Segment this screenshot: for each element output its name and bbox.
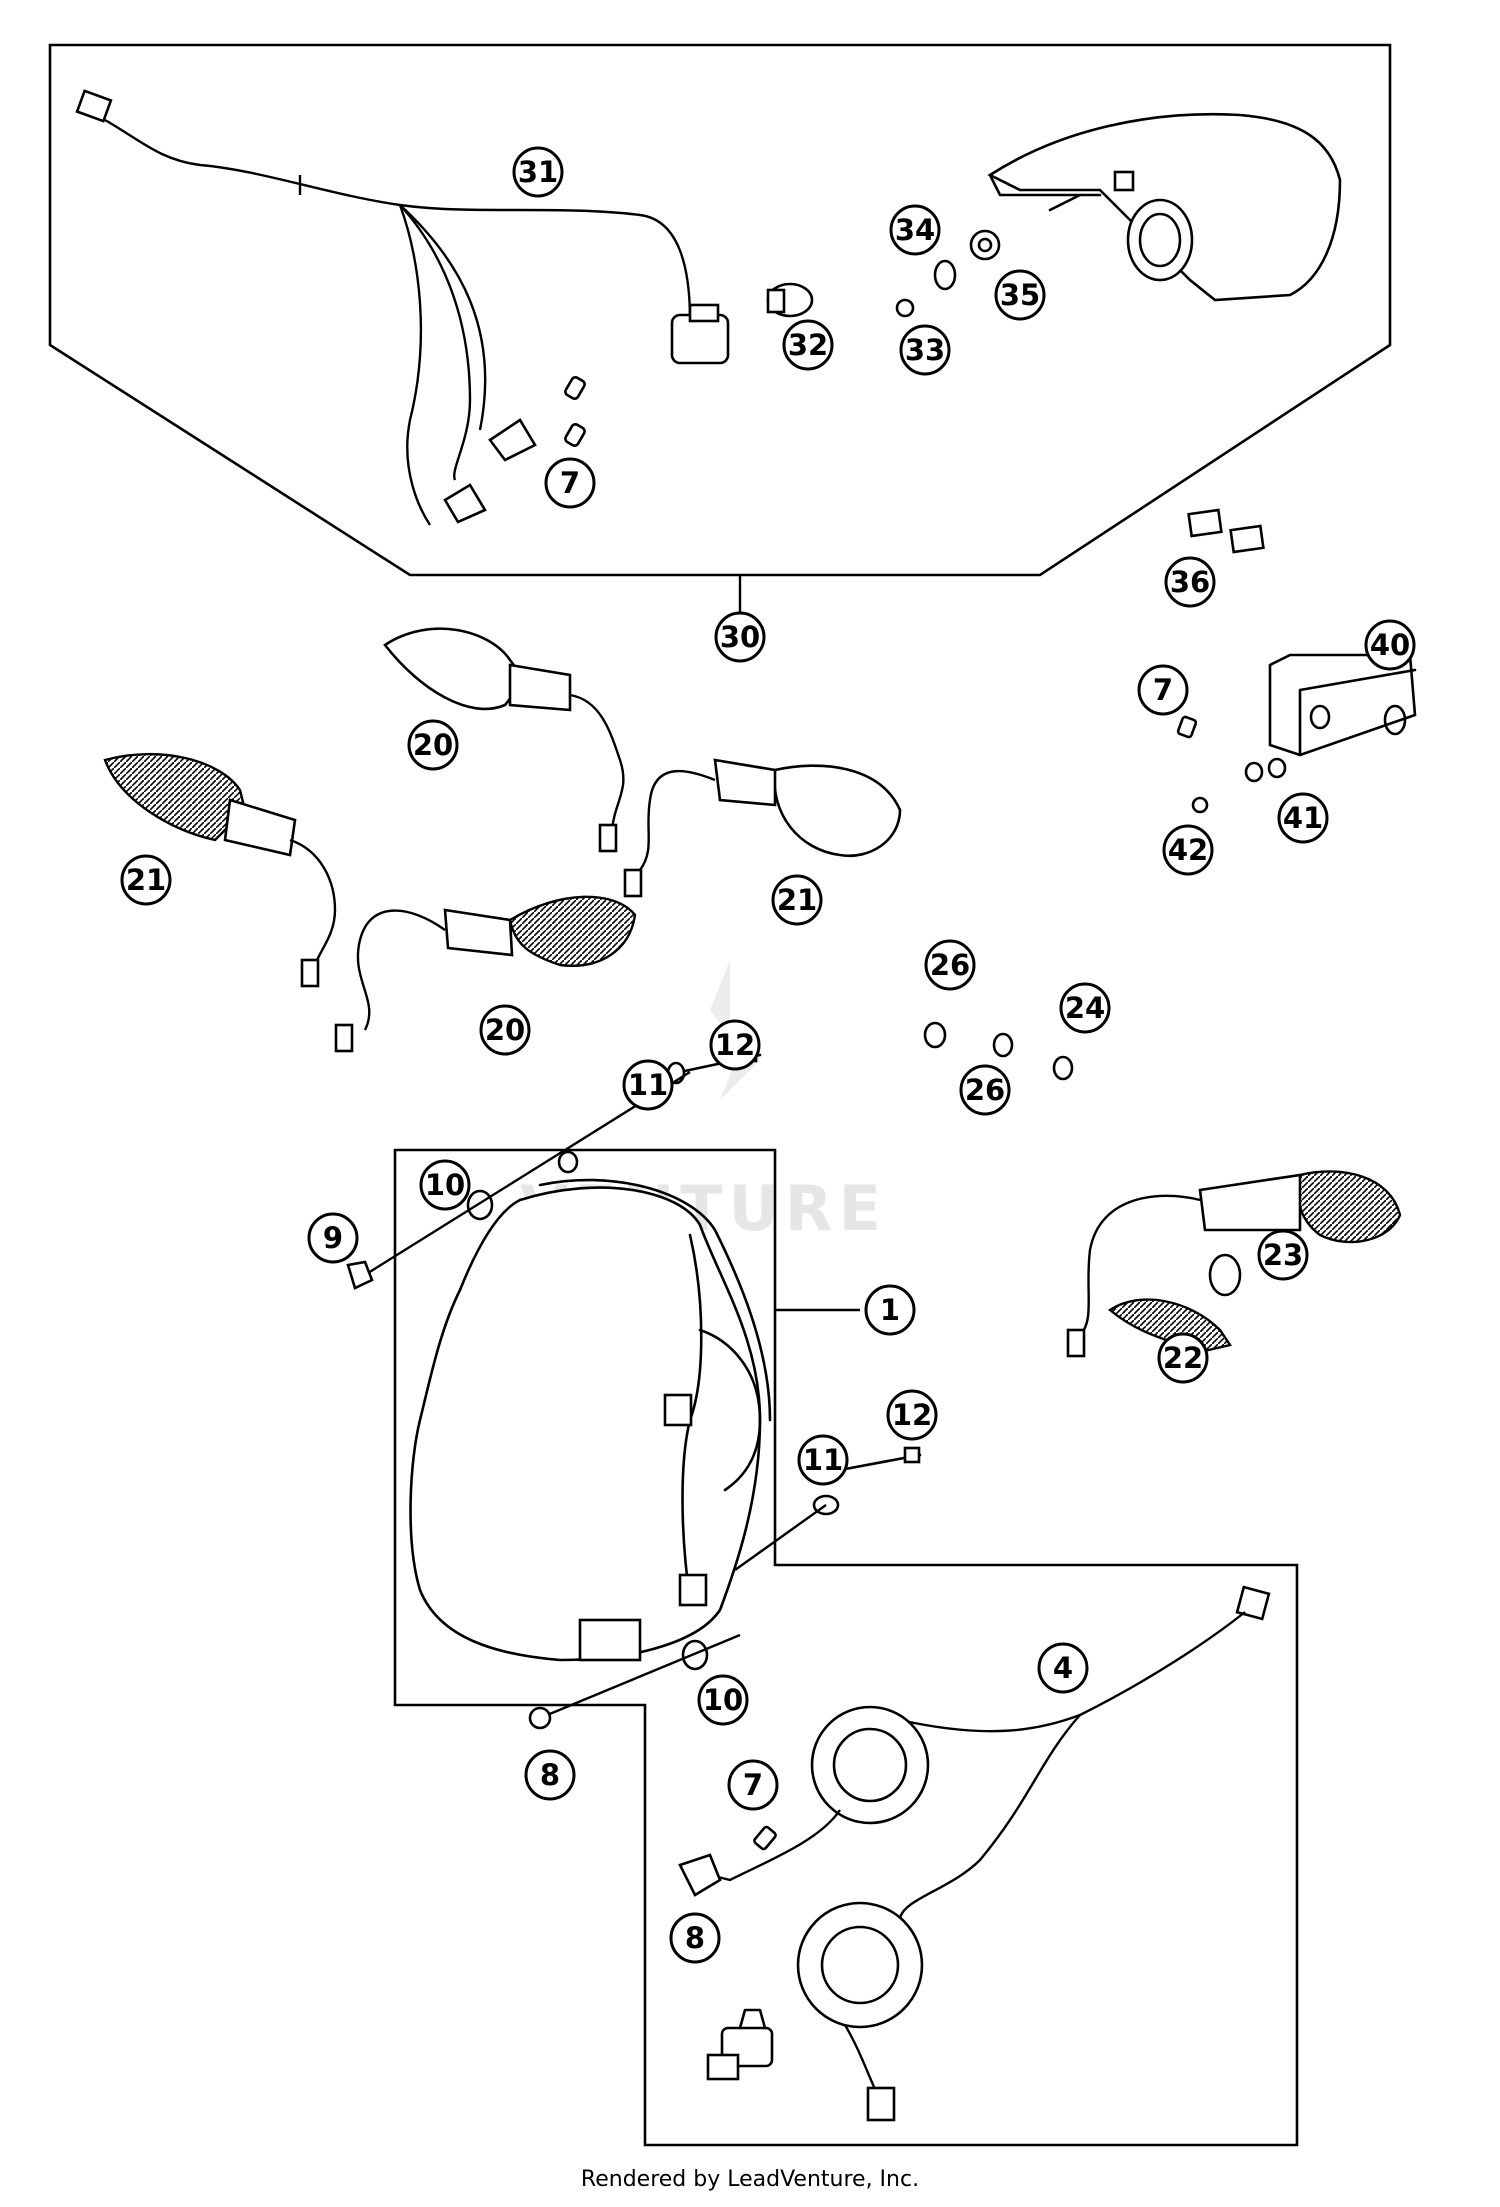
callout-c41[interactable]: 41: [1277, 792, 1329, 844]
svg-text:7: 7: [1153, 673, 1173, 707]
headlight-harness-part: [678, 1585, 1271, 2122]
svg-text:20: 20: [413, 728, 453, 762]
callout-c4[interactable]: 4: [1037, 1642, 1089, 1694]
svg-text:24: 24: [1065, 991, 1105, 1025]
tail-light-housing-part: [987, 112, 1342, 302]
callout-c32[interactable]: 32: [782, 319, 834, 371]
callout-c9[interactable]: 9: [307, 1212, 359, 1264]
svg-text:22: 22: [1163, 1341, 1203, 1375]
svg-text:26: 26: [930, 948, 970, 982]
svg-text:21: 21: [777, 883, 817, 917]
callout-c23[interactable]: 23: [1257, 1229, 1309, 1281]
turn-signal-21-right-part: [623, 758, 902, 898]
license-light-part: [1176, 508, 1417, 814]
headlight-fasteners-part: [346, 1045, 922, 1730]
svg-text:11: 11: [628, 1068, 668, 1102]
callout-c1[interactable]: 1: [864, 1284, 916, 1336]
fasteners-33-35-part: [895, 229, 1001, 318]
callout-c42[interactable]: 42: [1162, 824, 1214, 876]
callout-c12b[interactable]: 12: [886, 1389, 938, 1441]
svg-text:34: 34: [895, 213, 935, 247]
callout-c22[interactable]: 22: [1157, 1332, 1209, 1384]
headlight-group-frame: [393, 1148, 1299, 2147]
callout-c35[interactable]: 35: [994, 269, 1046, 321]
callout-c12a[interactable]: 12: [709, 1019, 761, 1071]
svg-text:10: 10: [425, 1168, 465, 1202]
callout-c11b[interactable]: 11: [797, 1434, 849, 1486]
svg-text:8: 8: [540, 1758, 560, 1792]
svg-text:7: 7: [560, 466, 580, 500]
svg-text:20: 20: [485, 1013, 525, 1047]
callout-c36[interactable]: 36: [1164, 556, 1216, 608]
svg-text:12: 12: [892, 1398, 932, 1432]
svg-text:40: 40: [1370, 628, 1410, 662]
turn-signal-20-bottom-part: [334, 895, 637, 1053]
callout-c20b[interactable]: 20: [479, 1004, 531, 1056]
headlight-part: [409, 1178, 772, 1662]
wiring-harness-part: [75, 89, 730, 526]
bulb-32-part: [766, 282, 814, 318]
callout-c21b[interactable]: 21: [771, 874, 823, 926]
callout-c7a[interactable]: 7: [544, 457, 596, 509]
fasteners-24-26-part: [923, 1021, 1074, 1081]
h4-bulb-part: [706, 2008, 774, 2081]
callout-c40[interactable]: 40: [1364, 619, 1416, 671]
svg-text:9: 9: [323, 1221, 343, 1255]
svg-text:10: 10: [703, 1683, 743, 1717]
callout-c26b[interactable]: 26: [959, 1064, 1011, 1116]
turn-signal-21-left-part: [103, 753, 337, 988]
callout-c8a[interactable]: 8: [524, 1749, 576, 1801]
callout-c34[interactable]: 34: [889, 204, 941, 256]
callout-c24[interactable]: 24: [1059, 982, 1111, 1034]
tail-light-group-frame: [48, 43, 1392, 577]
svg-text:35: 35: [1000, 278, 1040, 312]
turn-signal-22-part: [1066, 1170, 1402, 1358]
turn-signal-20-top-part: [383, 627, 625, 853]
svg-text:7: 7: [743, 1768, 763, 1802]
callout-c21a[interactable]: 21: [120, 854, 172, 906]
svg-text:11: 11: [803, 1443, 843, 1477]
callout-c10a[interactable]: 10: [419, 1159, 471, 1211]
callout-c33[interactable]: 33: [899, 324, 951, 376]
svg-text:33: 33: [905, 333, 945, 367]
bulb-7-top-part: [443, 376, 586, 524]
callout-c20a[interactable]: 20: [407, 719, 459, 771]
svg-text:30: 30: [720, 620, 760, 654]
callout-c8b[interactable]: 8: [669, 1912, 721, 1964]
svg-text:4: 4: [1053, 1651, 1073, 1685]
callout-c26a[interactable]: 26: [924, 939, 976, 991]
svg-text:36: 36: [1170, 565, 1210, 599]
svg-text:42: 42: [1168, 833, 1208, 867]
svg-text:12: 12: [715, 1028, 755, 1062]
svg-text:8: 8: [685, 1921, 705, 1955]
callout-c11a[interactable]: 11: [622, 1059, 674, 1111]
svg-text:32: 32: [788, 328, 828, 362]
svg-text:23: 23: [1263, 1238, 1303, 1272]
svg-text:41: 41: [1283, 801, 1323, 835]
callout-c7b[interactable]: 7: [1137, 664, 1189, 716]
svg-text:26: 26: [965, 1073, 1005, 1107]
svg-text:21: 21: [126, 863, 166, 897]
svg-text:1: 1: [880, 1293, 900, 1327]
render-credit: Rendered by LeadVenture, Inc.: [580, 2167, 920, 2192]
callout-c30[interactable]: 30: [714, 611, 766, 663]
svg-text:31: 31: [518, 155, 558, 189]
callout-c7c[interactable]: 7: [727, 1759, 779, 1811]
callout-c31[interactable]: 31: [512, 146, 564, 198]
callout-c10b[interactable]: 10: [697, 1674, 749, 1726]
